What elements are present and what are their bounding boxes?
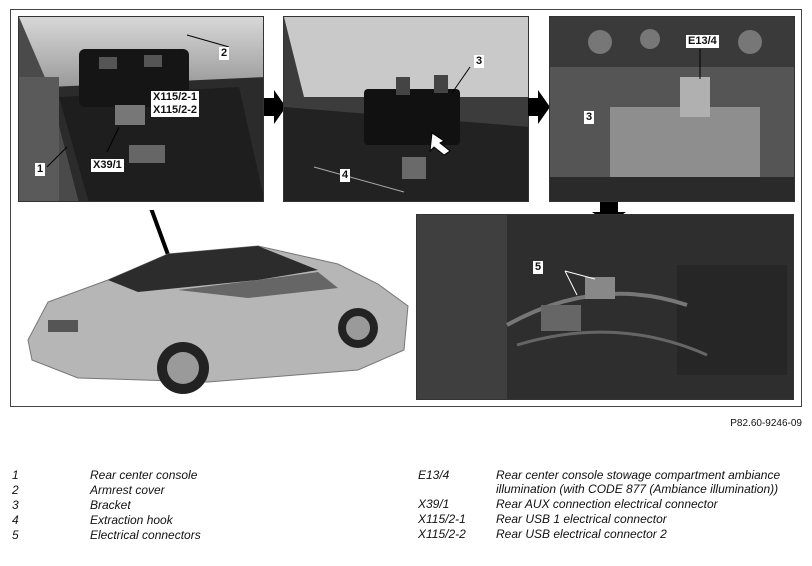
legend-key: X39/1 bbox=[418, 497, 450, 511]
legend-desc: Extraction hook bbox=[90, 513, 173, 527]
legend-right: E13/4 Rear center console stowage compart… bbox=[418, 468, 808, 542]
arrow-right-icon bbox=[528, 90, 550, 124]
legend-row: 3 Bracket bbox=[12, 498, 392, 513]
legend-key: 1 bbox=[12, 468, 19, 482]
figure-id: P82.60-9246-09 bbox=[730, 418, 802, 429]
legend-desc: Electrical connectors bbox=[90, 528, 201, 542]
callout-3: 3 bbox=[584, 111, 595, 124]
bracket-photo bbox=[284, 17, 528, 201]
legend-desc: Bracket bbox=[90, 498, 131, 512]
callout-3: 3 bbox=[474, 55, 485, 68]
callout-e13-4: E13/4 bbox=[686, 35, 719, 48]
armrest-photo bbox=[19, 17, 263, 201]
legend-row: X115/2-2 Rear USB electrical connector 2 bbox=[418, 527, 808, 542]
legend-key: 2 bbox=[12, 483, 19, 497]
arrow-down-icon bbox=[592, 202, 626, 224]
callout-2: 2 bbox=[219, 47, 230, 60]
legend-desc: Rear center console bbox=[90, 468, 198, 482]
photo-panel-connectors: 5 bbox=[416, 214, 794, 400]
legend-key: X115/2-1 bbox=[418, 512, 466, 526]
legend-row: X39/1 Rear AUX connection electrical conn… bbox=[418, 497, 808, 512]
callout-x115-2-2: X115/2-2 bbox=[151, 104, 200, 117]
legend-key: 3 bbox=[12, 498, 19, 512]
legend-desc: Rear USB 1 electrical connector bbox=[496, 512, 667, 526]
callout-1: 1 bbox=[35, 163, 46, 176]
legend-desc: Armrest cover bbox=[90, 483, 165, 497]
vehicle-illustration bbox=[18, 199, 412, 402]
legend-key: X115/2-2 bbox=[418, 527, 466, 541]
legend-row: E13/4 Rear center console stowage compart… bbox=[418, 468, 808, 497]
legend-desc: Rear AUX connection electrical connector bbox=[496, 497, 718, 511]
legend-row: 2 Armrest cover bbox=[12, 483, 392, 498]
legend-key: E13/4 bbox=[418, 468, 450, 482]
ambiance-light-photo bbox=[550, 17, 794, 201]
callout-4: 4 bbox=[340, 169, 351, 182]
connectors-photo bbox=[417, 215, 793, 399]
legend-row: 5 Electrical connectors bbox=[12, 528, 392, 543]
arrow-right-icon bbox=[264, 90, 286, 124]
legend-left: 1 Rear center console 2 Armrest cover 3 Bra… bbox=[12, 468, 392, 543]
legend-desc: Rear center console stowage compartment … bbox=[496, 468, 781, 496]
callout-x39-1: X39/1 bbox=[91, 159, 124, 172]
callout-5: 5 bbox=[533, 261, 544, 274]
legend-row: 1 Rear center console bbox=[12, 468, 392, 483]
legend-key: 5 bbox=[12, 528, 19, 542]
legend-desc: Rear USB electrical connector 2 bbox=[496, 527, 667, 541]
photo-panel-bracket: 3 4 bbox=[283, 16, 529, 202]
vehicle-drawing bbox=[27, 199, 409, 394]
photo-panel-ambiance-light: E13/4 3 bbox=[549, 16, 795, 202]
callout-x115-2-1: X115/2-1 bbox=[151, 91, 200, 104]
legend-row: X115/2-1 Rear USB 1 electrical connector bbox=[418, 512, 808, 527]
photo-panel-armrest: 2 1 X115/2-1 X115/2-2 X39/1 bbox=[18, 16, 264, 202]
legend-row: 4 Extraction hook bbox=[12, 513, 392, 528]
legend-key: 4 bbox=[12, 513, 19, 527]
